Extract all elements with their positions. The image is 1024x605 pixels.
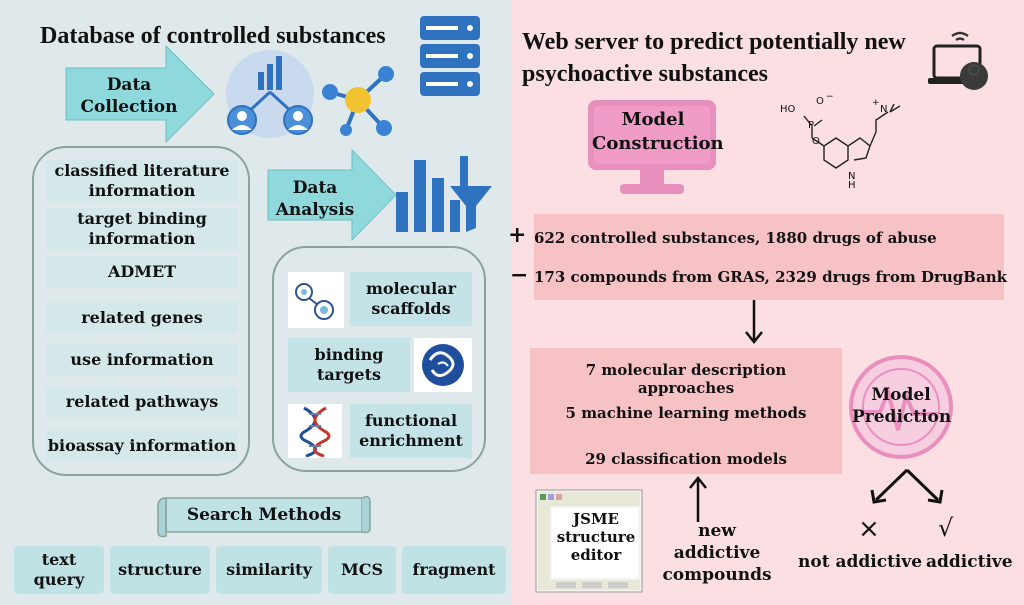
data-collection-arrow bbox=[65, 44, 215, 144]
branch-arrows-icon bbox=[870, 468, 944, 504]
scaffold-icon bbox=[295, 283, 334, 320]
info-item-use: use information bbox=[46, 344, 238, 376]
search-mcs-button[interactable]: MCS bbox=[328, 546, 396, 594]
search-similarity-button[interactable]: similarity bbox=[216, 546, 322, 594]
info-item-admet: ADMET bbox=[46, 256, 238, 288]
search-methods-label: Search Methods bbox=[186, 505, 342, 525]
positive-set-text: 622 controlled substances, 1880 drugs of… bbox=[534, 229, 937, 247]
data-analysis-label: Data Analysis bbox=[275, 178, 355, 220]
mol-nplus-label: N bbox=[880, 104, 888, 115]
analysis-scaffolds: molecular scaffolds bbox=[350, 272, 472, 326]
addictive-symbol: √ bbox=[938, 514, 954, 542]
mol-o-ring-label: O bbox=[812, 136, 820, 147]
info-item-target-binding: target binding information bbox=[46, 208, 238, 250]
analysis-frame bbox=[272, 246, 486, 472]
data-analysis-arrow bbox=[267, 148, 397, 242]
model-prediction-label: Model Prediction bbox=[852, 385, 952, 427]
mol-ho-label: HO bbox=[780, 104, 796, 115]
search-structure-button[interactable]: structure bbox=[110, 546, 210, 594]
scaffold-tile bbox=[288, 272, 344, 328]
mol-o-top-label: O bbox=[816, 96, 824, 107]
jsme-label: JSME structure editor bbox=[556, 510, 636, 564]
analysis-binding-targets: binding targets bbox=[288, 338, 410, 392]
people-network-icon bbox=[226, 50, 314, 138]
not-addictive-symbol: × bbox=[858, 514, 880, 544]
method-ml: 5 machine learning methods bbox=[565, 404, 807, 422]
analysis-chart-icon bbox=[396, 156, 492, 232]
left-title: Database of controlled substances bbox=[40, 23, 386, 49]
training-data-box bbox=[534, 214, 1004, 300]
info-item-literature: classified literature information bbox=[46, 160, 238, 202]
molecule-icon bbox=[322, 66, 394, 136]
search-text-query-button[interactable]: text query bbox=[14, 546, 104, 594]
laptop-user-icon bbox=[928, 31, 988, 90]
mol-p-label: P bbox=[808, 120, 815, 131]
mol-nh-label: N H bbox=[848, 171, 856, 191]
method-descriptors: 7 molecular description approaches bbox=[585, 361, 787, 397]
info-item-related-genes: related genes bbox=[46, 302, 238, 334]
database-server-icon bbox=[420, 16, 480, 96]
minus-sign: − bbox=[510, 262, 529, 288]
mol-o-minus-label: − bbox=[826, 92, 834, 102]
data-collection-label: Data Collection bbox=[80, 75, 178, 117]
right-title: Web server to predict potentially new ps… bbox=[522, 29, 906, 87]
jsme-editor-thumbnail[interactable] bbox=[535, 489, 643, 593]
molecule-structure-icon bbox=[803, 103, 901, 169]
method-models: 29 classification models bbox=[585, 450, 787, 468]
model-prediction-icon bbox=[849, 355, 953, 459]
dna-icon bbox=[299, 406, 331, 458]
protein-icon bbox=[422, 344, 464, 386]
monitor-icon bbox=[588, 100, 716, 194]
new-compounds-label: new addictive compounds bbox=[662, 521, 772, 585]
methods-box bbox=[530, 348, 842, 474]
arrow-down-icon bbox=[745, 300, 763, 345]
model-construction-label: Model Construction bbox=[592, 109, 724, 154]
arrow-up-icon bbox=[689, 475, 707, 522]
info-list-frame bbox=[32, 146, 250, 476]
negative-set-text: 173 compounds from GRAS, 2329 drugs from… bbox=[534, 268, 1007, 286]
mol-plus-label: + bbox=[872, 98, 880, 108]
not-addictive-label: not addictive bbox=[798, 552, 923, 572]
analysis-functional-enrichment: functional enrichment bbox=[350, 404, 472, 458]
plus-sign: + bbox=[508, 222, 527, 248]
search-fragment-button[interactable]: fragment bbox=[402, 546, 506, 594]
search-methods-scroll bbox=[157, 495, 371, 538]
info-item-bioassay: bioassay information bbox=[46, 430, 238, 462]
info-item-related-pathways: related pathways bbox=[46, 386, 238, 418]
addictive-label: addictive bbox=[926, 552, 1013, 572]
